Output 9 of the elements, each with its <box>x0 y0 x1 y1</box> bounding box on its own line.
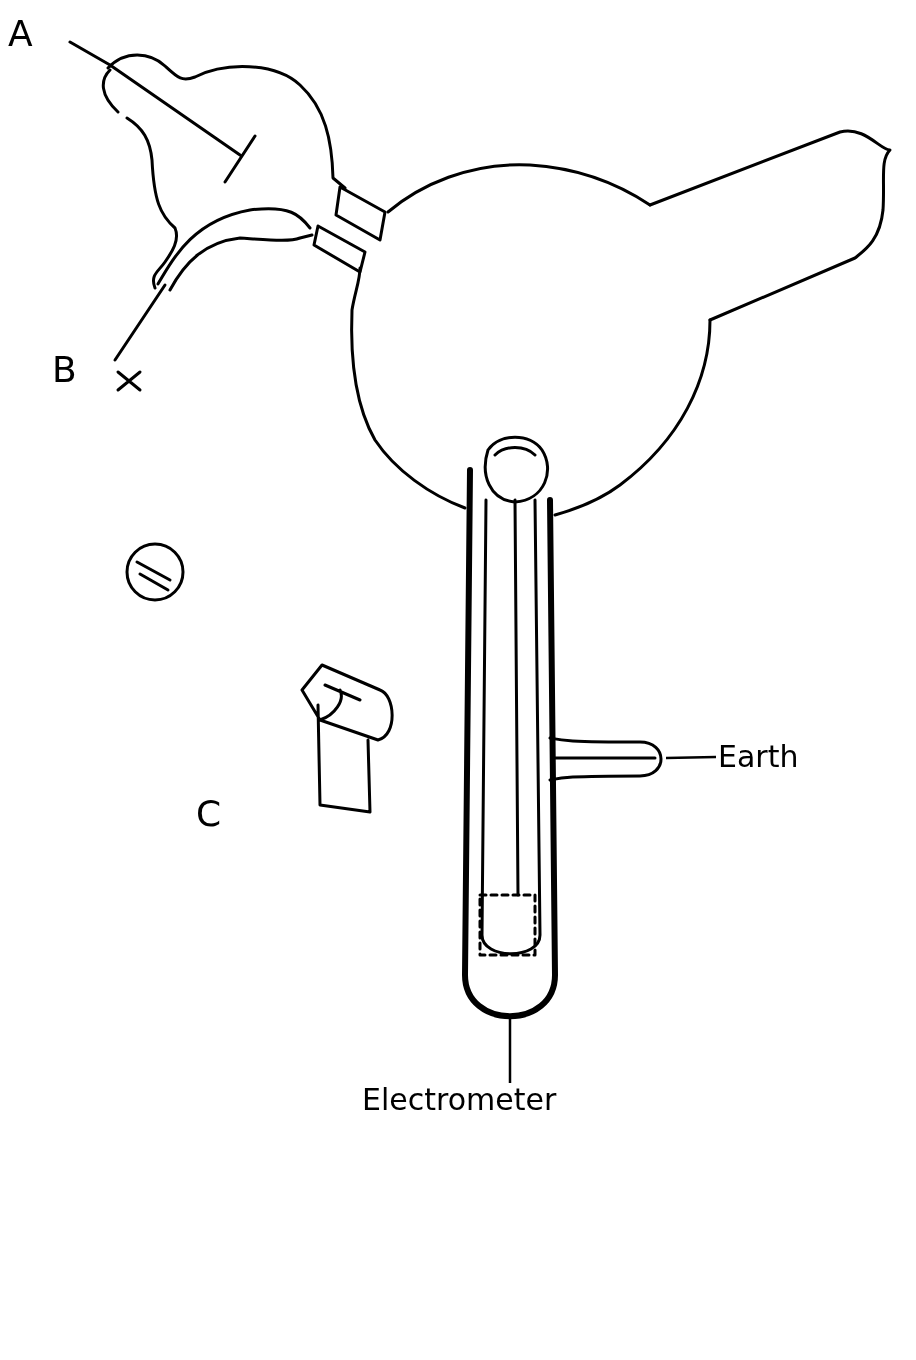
part-letter: C <box>196 796 222 832</box>
faraday-cylinder <box>462 467 558 1020</box>
leader-line <box>665 755 717 760</box>
leader-line <box>508 1016 512 1083</box>
part-letter: B <box>52 352 77 388</box>
side-tube <box>548 736 663 782</box>
part-label: Earth <box>718 742 799 772</box>
part-label: Electrometer <box>362 1085 557 1115</box>
part-letter: A <box>8 16 33 52</box>
